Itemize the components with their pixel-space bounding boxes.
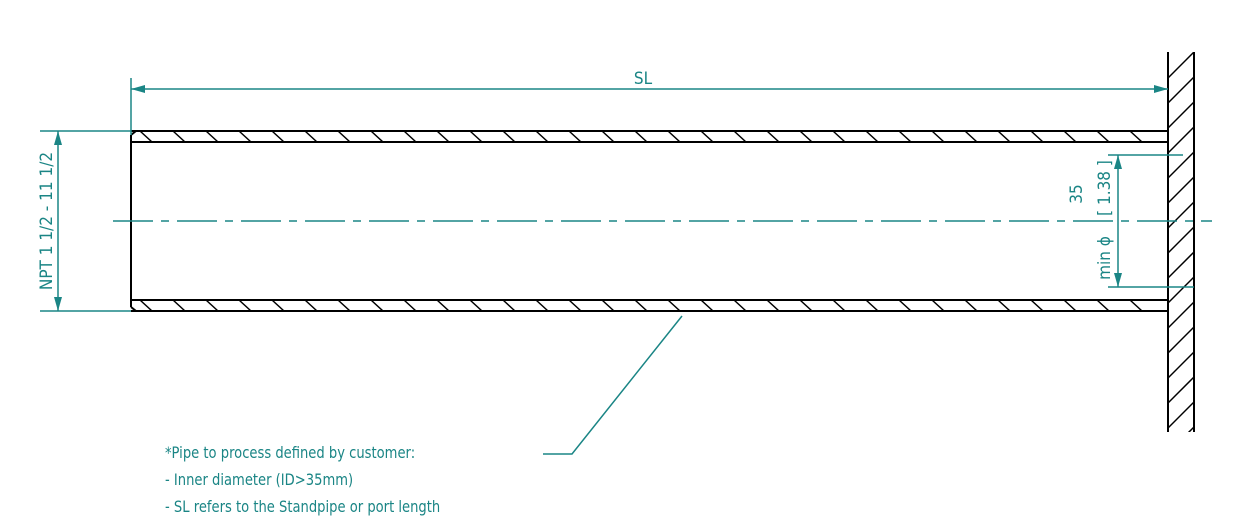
note-line: - SL refers to the Standpipe or port len… (165, 497, 441, 516)
min-diameter-prefix: min ϕ (1095, 236, 1115, 280)
thread-label: NPT 1 1/2 - 11 1/2 (37, 152, 57, 290)
thread-dimension (40, 130, 131, 312)
note-line: - Inner diameter (ID>35mm) (165, 470, 354, 489)
pipe-wall-hatch (139, 130, 1143, 312)
wall-hatch (1168, 52, 1194, 432)
min-diameter-dimension (1108, 154, 1194, 288)
note-line: *Pipe to process defined by customer: (165, 443, 416, 462)
min-diameter-mm: 35 (1067, 184, 1087, 203)
mounting-wall (1167, 52, 1195, 432)
note-leader (543, 315, 683, 455)
sl-label: SL (634, 69, 653, 89)
min-diameter-in: [ 1.38 ] (1095, 160, 1115, 216)
sl-dimension (130, 78, 1168, 135)
